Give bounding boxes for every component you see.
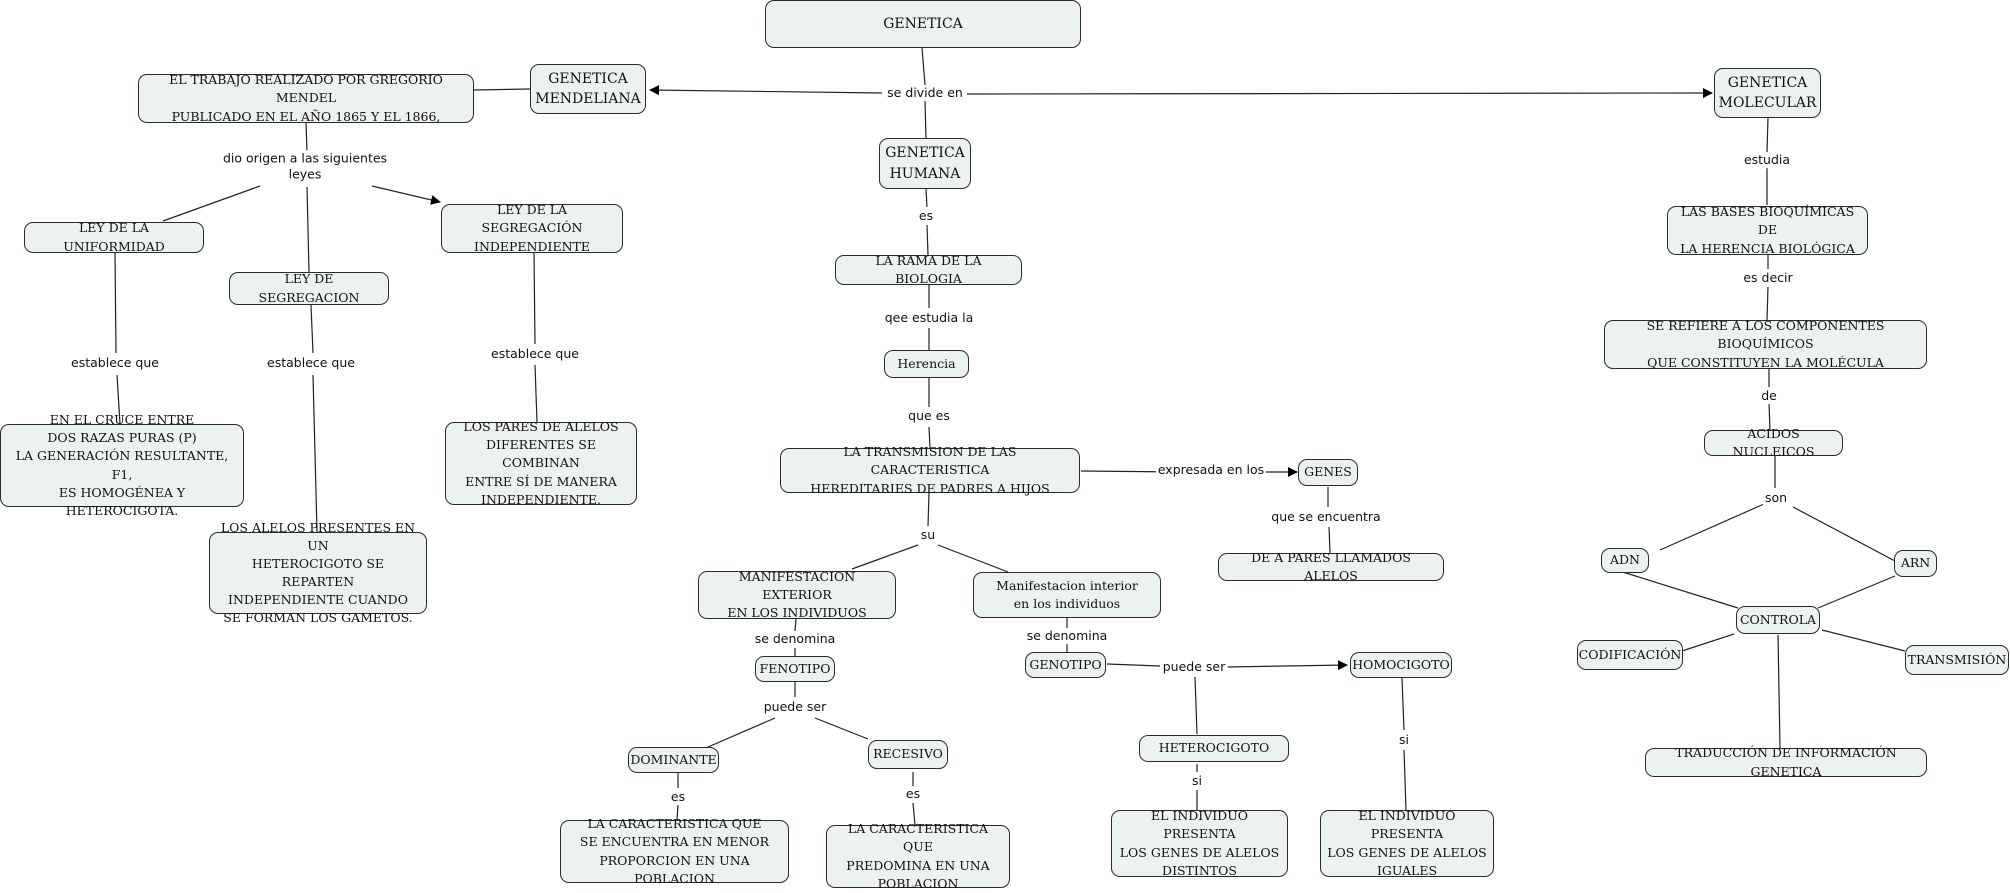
link-si-1: si: [1190, 773, 1204, 789]
node-genetica[interactable]: GENETICA: [765, 0, 1081, 48]
link-estudia: estudia: [1741, 152, 1793, 168]
link-puede-ser-1: puede ser: [761, 699, 829, 715]
link-establece-que-3: establece que: [489, 346, 581, 362]
link-se-denomina-2: se denomina: [1024, 628, 1110, 644]
node-fenotipo[interactable]: FENOTIPO: [755, 656, 835, 682]
node-componentes-bioquimicos[interactable]: SE REFIERE A LOS COMPONENTES BIOQUÍMICOS…: [1604, 318, 1927, 370]
link-que-es: que es: [906, 408, 952, 424]
link-expresada: expresada en los: [1155, 462, 1267, 478]
node-genotipo[interactable]: GENOTIPO: [1025, 652, 1106, 678]
node-homocigoto[interactable]: HOMOCIGOTO: [1350, 652, 1452, 678]
link-que-se-encuentra: que se encuentra: [1269, 509, 1383, 525]
node-adn[interactable]: ADN: [1601, 548, 1649, 573]
link-se-denomina-1: se denomina: [752, 631, 838, 647]
link-de: de: [1759, 388, 1779, 404]
link-establece-que-1: establece que: [69, 355, 161, 371]
node-genetica-humana[interactable]: GENETICA HUMANA: [879, 138, 971, 189]
node-caracteristica-predomina[interactable]: LA CARACTERISTICA QUE PREDOMINA EN UNA P…: [826, 821, 1010, 891]
node-ley-segregacion[interactable]: LEY DE SEGREGACION: [229, 271, 389, 305]
node-pares-llamados-alelos[interactable]: DE A PARES LLAMADOS ALELOS: [1218, 550, 1444, 583]
link-qee-estudia: qee estudia la: [882, 310, 976, 326]
node-dominante[interactable]: DOMINANTE: [628, 747, 719, 773]
link-son: son: [1762, 490, 1790, 506]
link-es-2: es: [668, 789, 688, 805]
node-recesivo[interactable]: RECESIVO: [868, 740, 948, 769]
node-acidos-nucleicos[interactable]: ACIDOS NUCLEICOS: [1704, 426, 1843, 459]
node-trabajo-mendel[interactable]: EL TRABAJO REALIZADO POR GREGORIO MENDEL…: [138, 72, 474, 124]
link-puede-ser-2: puede ser: [1160, 659, 1228, 675]
node-herencia[interactable]: Herencia: [884, 350, 969, 378]
node-ley-uniformidad[interactable]: LEY DE LA UNIFORMIDAD: [24, 220, 204, 254]
node-manifestacion-exterior[interactable]: MANIFESTACION EXTERIOR EN LOS INDIVIDUOS: [698, 569, 896, 620]
link-es-3: es: [903, 786, 923, 802]
node-caracteristica-menor[interactable]: LA CARACTERISTICA QUE SE ENCUENTRA EN ME…: [560, 816, 789, 886]
link-si-2: si: [1397, 732, 1411, 748]
node-controla[interactable]: CONTROLA: [1736, 606, 1820, 634]
link-es-decir: es decir: [1741, 270, 1795, 286]
node-genes[interactable]: GENES: [1298, 459, 1358, 486]
link-dio-origen: dio origen a las siguientes leyes: [220, 150, 390, 182]
node-manifestacion-interior[interactable]: Manifestacion interior en los individuos: [973, 572, 1161, 618]
node-traduccion[interactable]: TRADUCCIÓN DE INFORMACIÓN GENETICA: [1645, 745, 1927, 779]
node-bases-bioquimicas[interactable]: LAS BASES BIOQUÍMICAS DE LA HERENCIA BIO…: [1667, 204, 1868, 256]
node-alelos-iguales[interactable]: EL INDIVIDUO PRESENTA LOS GENES DE ALELO…: [1320, 808, 1494, 878]
node-ley-segregacion-independiente[interactable]: LEY DE LA SEGREGACIÓN INDEPENDIENTE: [441, 202, 623, 254]
node-pares-alelos[interactable]: LOS PARES DE ALELOS DIFERENTES SE COMBIN…: [445, 419, 637, 507]
node-genetica-mendeliana[interactable]: GENETICA MENDELIANA: [530, 64, 646, 114]
node-alelos-distintos[interactable]: EL INDIVIDUO PRESENTA LOS GENES DE ALELO…: [1111, 808, 1288, 878]
link-es-1: es: [916, 208, 936, 224]
node-cruce-razas[interactable]: EN EL CRUCE ENTRE DOS RAZAS PURAS (P) LA…: [0, 412, 244, 518]
node-genetica-molecular[interactable]: GENETICA MOLECULAR: [1714, 68, 1821, 118]
node-arn[interactable]: ARN: [1894, 550, 1937, 577]
link-establece-que-2: establece que: [265, 355, 357, 371]
node-transmision-molecular[interactable]: TRANSMISIÓN: [1905, 645, 2009, 675]
node-alelos-heterocigoto[interactable]: LOS ALELOS PRESENTES EN UN HETEROCIGOTO …: [209, 520, 427, 625]
node-heterocigoto[interactable]: HETEROCIGOTO: [1139, 735, 1289, 762]
node-transmision-caracteristicas[interactable]: LA TRANSMISION DE LAS CARACTERISTICA HER…: [780, 444, 1080, 496]
link-su: su: [918, 527, 938, 543]
node-codificacion[interactable]: CODIFICACIÓN: [1577, 640, 1683, 670]
node-rama-biologia[interactable]: LA RAMA DE LA BIOLOGIA: [835, 253, 1022, 286]
link-se-divide-en: se divide en: [885, 85, 965, 101]
